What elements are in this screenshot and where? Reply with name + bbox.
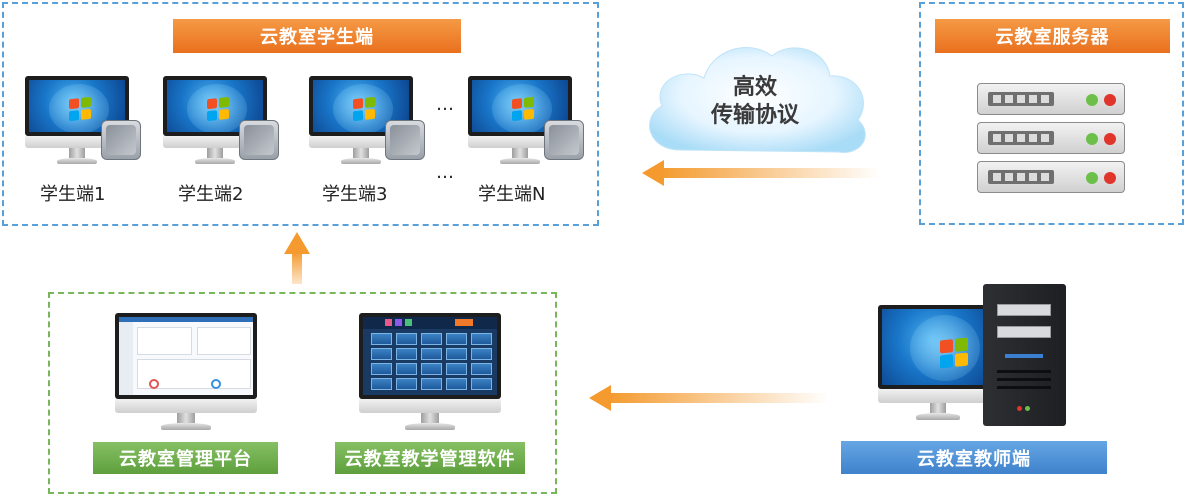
arrow-management-to-students — [284, 232, 310, 284]
ellipsis-bottom: … — [436, 162, 455, 183]
desktop-tower-icon — [983, 284, 1066, 426]
cloud-label-line2: 传输协议 — [710, 103, 799, 128]
management-platform-label: 云教室管理平台 — [93, 442, 278, 474]
student-client-3 — [309, 76, 425, 166]
student-group-box — [2, 2, 599, 226]
teaching-software-label: 云教室教学管理软件 — [335, 442, 525, 474]
server-group-box — [919, 2, 1184, 225]
student-client-1 — [25, 76, 141, 166]
teaching-software-monitor — [359, 313, 501, 433]
student-client-n — [468, 76, 584, 166]
arrow-teacher-to-management — [589, 385, 828, 411]
management-platform-monitor — [115, 313, 257, 433]
student-group-title: 云教室学生端 — [173, 19, 461, 53]
cloud-label: 高效 传输协议 — [700, 74, 810, 130]
student-client-2 — [163, 76, 279, 166]
student-label-2: 学生端2 — [178, 184, 244, 205]
windows-logo-icon — [69, 96, 91, 122]
management-group-box — [48, 292, 557, 494]
server-group-title: 云教室服务器 — [935, 19, 1170, 53]
cloud-label-line1: 高效 — [732, 75, 777, 100]
teacher-monitor — [878, 305, 998, 425]
windows-logo-icon — [353, 96, 375, 122]
mini-pc-icon — [239, 120, 279, 160]
ellipsis-top: … — [436, 94, 455, 115]
mini-pc-icon — [385, 120, 425, 160]
teacher-label: 云教室教师端 — [841, 441, 1107, 474]
cloud-icon — [649, 47, 866, 153]
windows-logo-icon — [940, 337, 968, 369]
mini-pc-icon — [544, 120, 584, 160]
student-label-1: 学生端1 — [40, 184, 106, 205]
mini-pc-icon — [101, 120, 141, 160]
student-label-n: 学生端N — [478, 184, 546, 205]
arrow-server-to-students — [642, 160, 880, 186]
windows-logo-icon — [207, 96, 229, 122]
student-label-3: 学生端3 — [322, 184, 388, 205]
windows-logo-icon — [512, 96, 534, 122]
